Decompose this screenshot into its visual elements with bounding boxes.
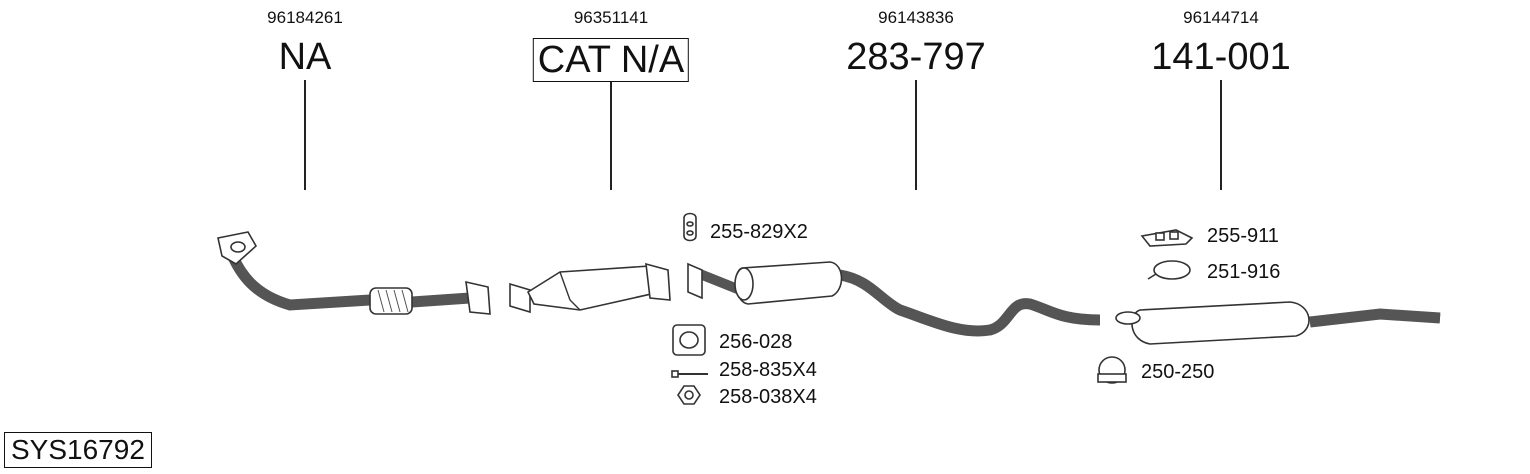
hanger-bracket-icon: [1140, 229, 1194, 247]
oe-number-2: 96351141: [573, 8, 649, 27]
rear-silencer-part: [1115, 301, 1441, 345]
part-number-4: 141-001: [1151, 36, 1291, 78]
gasket-icon: [672, 324, 706, 356]
u-clamp-icon: [1097, 356, 1127, 384]
bolt-icon: [671, 370, 708, 378]
oe-number-4: 96144714: [1183, 8, 1259, 27]
rubber-mount-icon: [683, 212, 697, 242]
callout-u-clamp: 250-250: [1141, 361, 1215, 383]
part-number-2: CAT N/A: [532, 38, 690, 82]
callout-gasket: 256-028: [719, 331, 793, 353]
part-number-1: NA: [278, 36, 332, 78]
callout-rubber-mount: 255-829X2: [710, 221, 808, 243]
callout-clamp: 251-916: [1207, 261, 1281, 283]
front-pipe-part: [217, 231, 491, 315]
part-number-3: 283-797: [846, 36, 986, 78]
system-code: SYS16792: [4, 432, 152, 469]
centre-pipe-part: [687, 261, 1101, 337]
oe-number-1: 96184261: [267, 8, 343, 27]
clamp-icon: [1147, 260, 1191, 280]
nut-icon: [677, 385, 701, 405]
callout-bolt: 258-835X4: [719, 359, 817, 381]
callout-nut: 258-038X4: [719, 386, 817, 408]
catalytic-converter-part: [509, 262, 671, 314]
oe-number-3: 96143836: [878, 8, 954, 27]
callout-hanger-bracket: 255-911: [1207, 225, 1279, 247]
